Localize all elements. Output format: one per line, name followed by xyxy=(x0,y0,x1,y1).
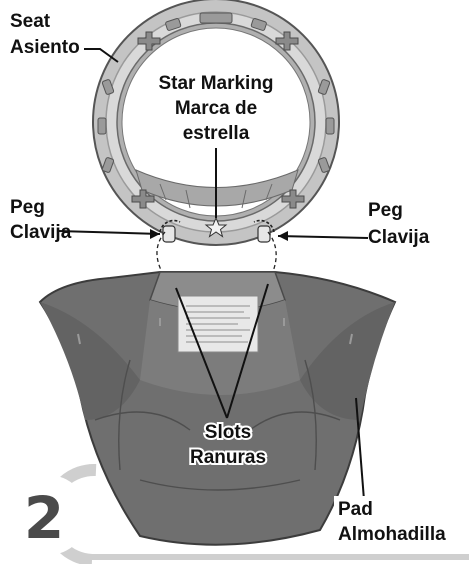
pad-label-en: Pad xyxy=(338,499,373,520)
slots-label-en: Slots xyxy=(205,422,251,443)
peg-left-label-en: Peg xyxy=(10,197,45,218)
peg-left-label-es: Clavija xyxy=(10,222,72,243)
peg-right-label-es: Clavija xyxy=(368,227,430,248)
seat-label-es: Asiento xyxy=(10,37,80,58)
star-marking-label-es-2: estrella xyxy=(183,123,250,144)
star-marking-label-es-1: Marca de xyxy=(175,98,257,119)
peg-right-label-en: Peg xyxy=(368,200,403,221)
slots-label-es: Ranuras xyxy=(190,447,266,468)
star-marking-label-en: Star Marking xyxy=(158,73,273,94)
peg-right-leader xyxy=(278,236,368,238)
step-number: 2 xyxy=(24,484,64,552)
peg-left-leader xyxy=(58,231,160,234)
seat-label-en: Seat xyxy=(10,11,51,32)
pad-label-es: Almohadilla xyxy=(338,524,446,545)
